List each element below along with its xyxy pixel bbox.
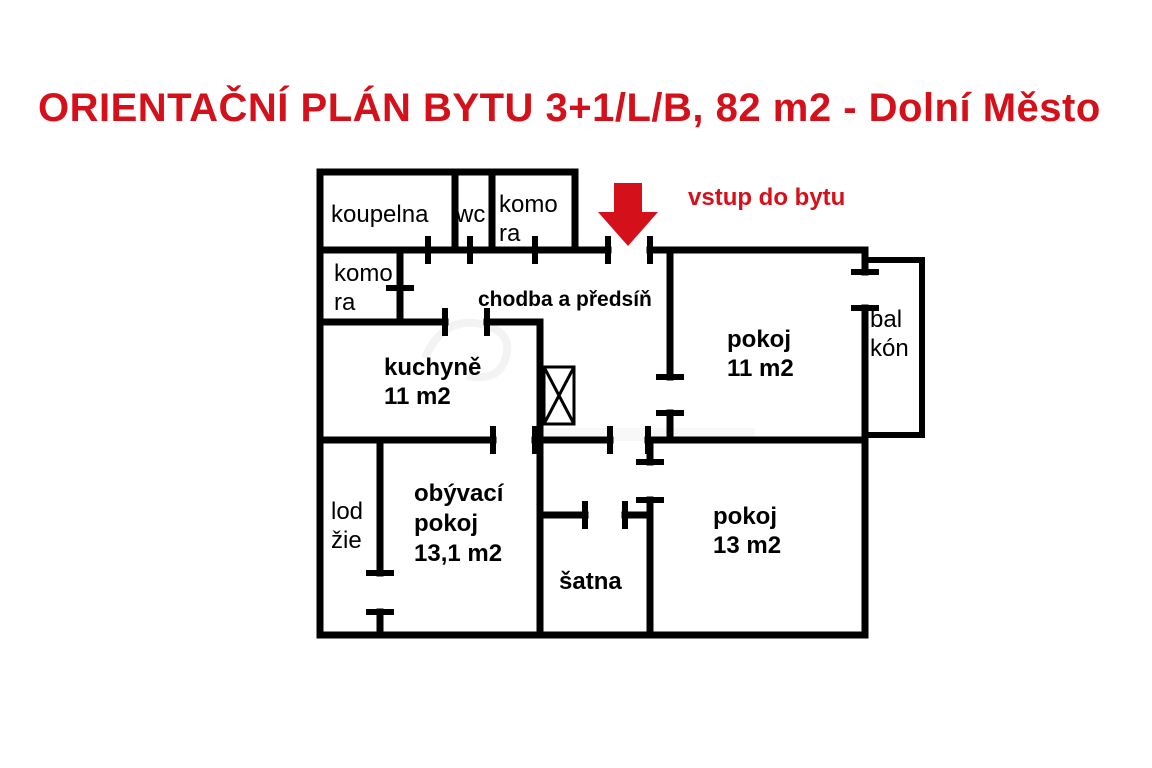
room-label-kuchyne: kuchyně 11 m2 <box>384 353 481 411</box>
room-label-komora-left-line1: komo <box>334 260 393 287</box>
room-label-balkon-line2: kón <box>870 335 909 362</box>
room-label-koupelna: koupelna <box>331 201 429 228</box>
room-label-lodzie-line1: lod <box>331 498 364 525</box>
room-label-lodzie-line2: žie <box>331 527 362 554</box>
room-label-obyvaci-line2: pokoj <box>414 510 478 537</box>
room-label-pokoj-11: pokoj 11 m2 <box>727 325 794 383</box>
entry-arrow-icon <box>598 183 658 246</box>
entry-label: vstup do bytu <box>688 184 846 211</box>
door-ticks <box>366 236 879 615</box>
room-label-pokoj-11-area: 11 m2 <box>727 355 794 382</box>
room-label-satna: šatna <box>559 568 622 595</box>
room-label-komora-top: komo ra <box>499 190 558 248</box>
room-label-obyvaci-line1: obývací <box>414 480 504 507</box>
room-label-komora-top-line2: ra <box>499 220 521 247</box>
room-label-balkon-line1: bal <box>870 306 903 333</box>
room-label-komora-left-line2: ra <box>334 289 356 316</box>
room-label-wc: wc <box>456 201 486 228</box>
room-label-komora-left: komo ra <box>334 259 393 317</box>
room-label-pokoj-13: pokoj 13 m2 <box>713 502 781 560</box>
room-label-obyvaci-pokoj: obývací pokoj 13,1 m2 <box>414 479 503 569</box>
room-label-pokoj-11-name: pokoj <box>727 326 791 353</box>
room-label-komora-top-line1: komo <box>499 191 558 218</box>
room-label-obyvaci-area: 13,1 m2 <box>414 540 503 567</box>
room-label-chodba: chodba a předsíň <box>478 288 652 311</box>
room-label-pokoj-13-area: 13 m2 <box>713 532 782 559</box>
room-label-balkon: bal kón <box>870 305 909 363</box>
balcony-outline <box>865 257 925 438</box>
closet-symbol <box>542 365 576 426</box>
walls <box>316 168 869 639</box>
room-label-pokoj-13-name: pokoj <box>713 503 777 530</box>
room-label-kuchyne-name: kuchyně <box>384 354 482 381</box>
room-label-lodzie: lod žie <box>331 497 363 555</box>
page-title: ORIENTAČNÍ PLÁN BYTU 3+1/L/B, 82 m2 - Do… <box>38 86 1101 130</box>
room-label-kuchyne-area: 11 m2 <box>384 383 451 410</box>
